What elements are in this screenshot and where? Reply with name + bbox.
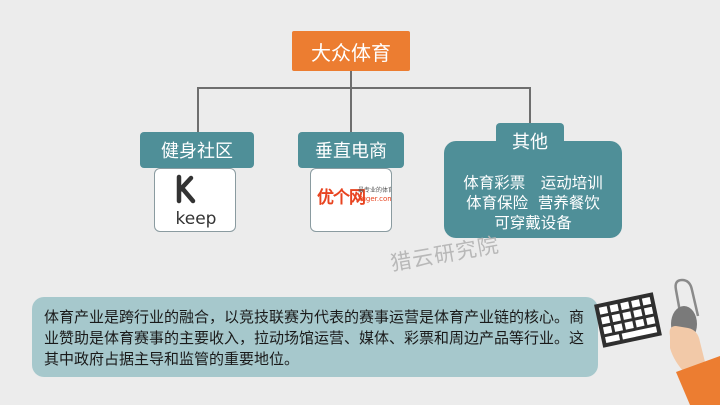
keep-k-icon: keep <box>176 174 217 229</box>
other-item-line: 体育彩票 运动培训 <box>463 174 603 192</box>
other-item-line: 体育保险 营养餐饮 <box>466 194 600 212</box>
connector-root-down <box>350 71 352 88</box>
category-label: 其他 <box>512 132 548 153</box>
hand-icon <box>669 326 720 405</box>
keep-logo: keep <box>154 168 236 232</box>
yougou-logo: 优个网 最专业的体育 Yuger.com <box>310 168 392 232</box>
other-item-line: 可穿戴设备 <box>494 214 572 232</box>
summary-box: 体育产业是跨行业的融合，以竞技联赛为代表的赛事运营是体育产业链的核心。商业赞助是… <box>32 297 598 377</box>
keep-logo-text: keep <box>176 209 217 229</box>
yougou-logo-text: 优个网 <box>317 188 366 208</box>
connector-horizontal <box>197 87 530 89</box>
watermark: 猎云研究院 <box>388 232 502 276</box>
category-vertical-ecommerce: 垂直电商 <box>298 132 404 168</box>
keyboard-hand-illustration <box>594 278 720 405</box>
other-items-panel: 体育彩票 运动培训 体育保险 营养餐饮 可穿戴设备 <box>444 141 622 238</box>
root-node: 大众体育 <box>292 31 410 71</box>
category-other: 其他 <box>496 123 564 159</box>
paperclip-icon <box>674 278 700 317</box>
category-label: 健身社区 <box>161 141 233 162</box>
summary-text: 体育产业是跨行业的融合，以竞技联赛为代表的赛事运营是体育产业链的核心。商业赞助是… <box>44 308 585 368</box>
yougou-logo-url: Yuger.com <box>358 195 392 203</box>
category-fitness-community: 健身社区 <box>140 132 254 168</box>
yougou-logo-slogan: 最专业的体育 <box>358 187 392 194</box>
connector-left <box>197 87 199 132</box>
root-label: 大众体育 <box>311 40 391 65</box>
category-label: 垂直电商 <box>315 141 387 162</box>
keyboard-icon <box>594 292 662 348</box>
connector-middle <box>350 87 352 132</box>
connector-right <box>529 87 531 123</box>
